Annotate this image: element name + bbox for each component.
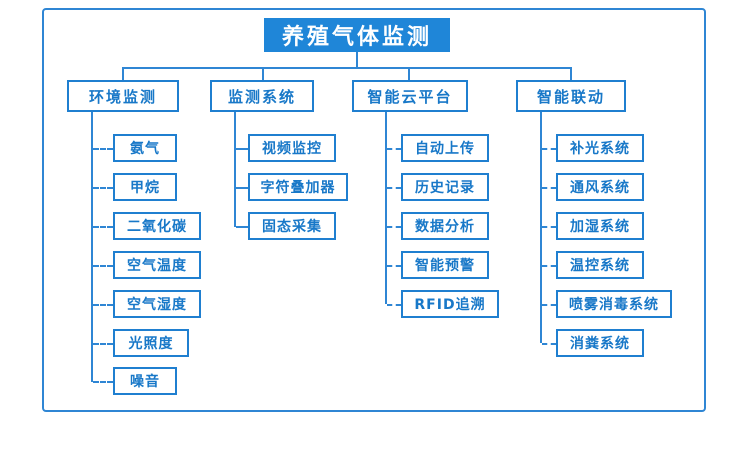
leaf-node-data-analysis[interactable]: 数据分析 bbox=[401, 212, 489, 240]
connector-branch4-leaf-2 bbox=[542, 187, 556, 189]
branch-node-environment-monitoring[interactable]: 环境监测 bbox=[67, 80, 179, 112]
connector-branch1-leaf-3 bbox=[93, 226, 113, 228]
connector-level1-bus bbox=[122, 67, 572, 69]
diagram-frame bbox=[42, 8, 706, 412]
connector-branch2-spine bbox=[234, 112, 236, 227]
leaf-node-air-temperature[interactable]: 空气温度 bbox=[113, 251, 201, 279]
connector-branch2-leaf-2 bbox=[236, 187, 248, 189]
connector-branch3-leaf-3 bbox=[387, 226, 401, 228]
connector-branch1-spine bbox=[91, 112, 93, 382]
branch-node-cloud-platform[interactable]: 智能云平台 bbox=[352, 80, 468, 112]
connector-branch4-spine bbox=[540, 112, 542, 343]
connector-branch3-leaf-5 bbox=[387, 304, 401, 306]
leaf-node-history-record[interactable]: 历史记录 bbox=[401, 173, 489, 201]
connector-branch4-leaf-1 bbox=[542, 148, 556, 150]
connector-branch1-leaf-4 bbox=[93, 265, 113, 267]
connector-branch4-leaf-6 bbox=[542, 343, 556, 345]
leaf-node-supplementary-lighting-system[interactable]: 补光系统 bbox=[556, 134, 644, 162]
connector-branch4-leaf-5 bbox=[542, 304, 556, 306]
leaf-node-character-overlay[interactable]: 字符叠加器 bbox=[248, 173, 348, 201]
leaf-node-rfid-traceability[interactable]: RFID追溯 bbox=[401, 290, 499, 318]
leaf-node-ventilation-system[interactable]: 通风系统 bbox=[556, 173, 644, 201]
leaf-node-temperature-control-system[interactable]: 温控系统 bbox=[556, 251, 644, 279]
leaf-node-methane[interactable]: 甲烷 bbox=[113, 173, 177, 201]
leaf-node-solid-state-acquisition[interactable]: 固态采集 bbox=[248, 212, 336, 240]
leaf-node-auto-upload[interactable]: 自动上传 bbox=[401, 134, 489, 162]
connector-branch4-leaf-3 bbox=[542, 226, 556, 228]
connector-branch1-leaf-6 bbox=[93, 343, 113, 345]
connector-drop-branch-3 bbox=[408, 67, 410, 80]
connector-branch4-leaf-4 bbox=[542, 265, 556, 267]
connector-drop-branch-2 bbox=[262, 67, 264, 80]
leaf-node-video-surveillance[interactable]: 视频监控 bbox=[248, 134, 336, 162]
connector-title-stem bbox=[356, 52, 358, 67]
leaf-node-ammonia[interactable]: 氨气 bbox=[113, 134, 177, 162]
connector-branch1-leaf-7 bbox=[93, 381, 113, 383]
diagram-title-node: 养殖气体监测 bbox=[264, 18, 450, 52]
branch-node-smart-linkage[interactable]: 智能联动 bbox=[516, 80, 626, 112]
connector-branch3-leaf-1 bbox=[387, 148, 401, 150]
connector-drop-branch-4 bbox=[570, 67, 572, 80]
connector-drop-branch-1 bbox=[122, 67, 124, 80]
connector-branch1-leaf-1 bbox=[93, 148, 113, 150]
leaf-node-manure-removal-system[interactable]: 消粪系统 bbox=[556, 329, 644, 357]
leaf-node-illuminance[interactable]: 光照度 bbox=[113, 329, 189, 357]
connector-branch2-leaf-3 bbox=[236, 226, 248, 228]
leaf-node-spray-disinfection-system[interactable]: 喷雾消毒系统 bbox=[556, 290, 672, 318]
leaf-node-carbon-dioxide[interactable]: 二氧化碳 bbox=[113, 212, 201, 240]
leaf-node-humidification-system[interactable]: 加湿系统 bbox=[556, 212, 644, 240]
connector-branch2-leaf-1 bbox=[236, 148, 248, 150]
connector-branch1-leaf-2 bbox=[93, 187, 113, 189]
leaf-node-smart-alert[interactable]: 智能预警 bbox=[401, 251, 489, 279]
connector-branch1-leaf-5 bbox=[93, 304, 113, 306]
connector-branch3-leaf-4 bbox=[387, 265, 401, 267]
connector-branch3-spine bbox=[385, 112, 387, 304]
leaf-node-air-humidity[interactable]: 空气湿度 bbox=[113, 290, 201, 318]
connector-branch3-leaf-2 bbox=[387, 187, 401, 189]
leaf-node-noise[interactable]: 噪音 bbox=[113, 367, 177, 395]
branch-node-monitoring-system[interactable]: 监测系统 bbox=[210, 80, 314, 112]
